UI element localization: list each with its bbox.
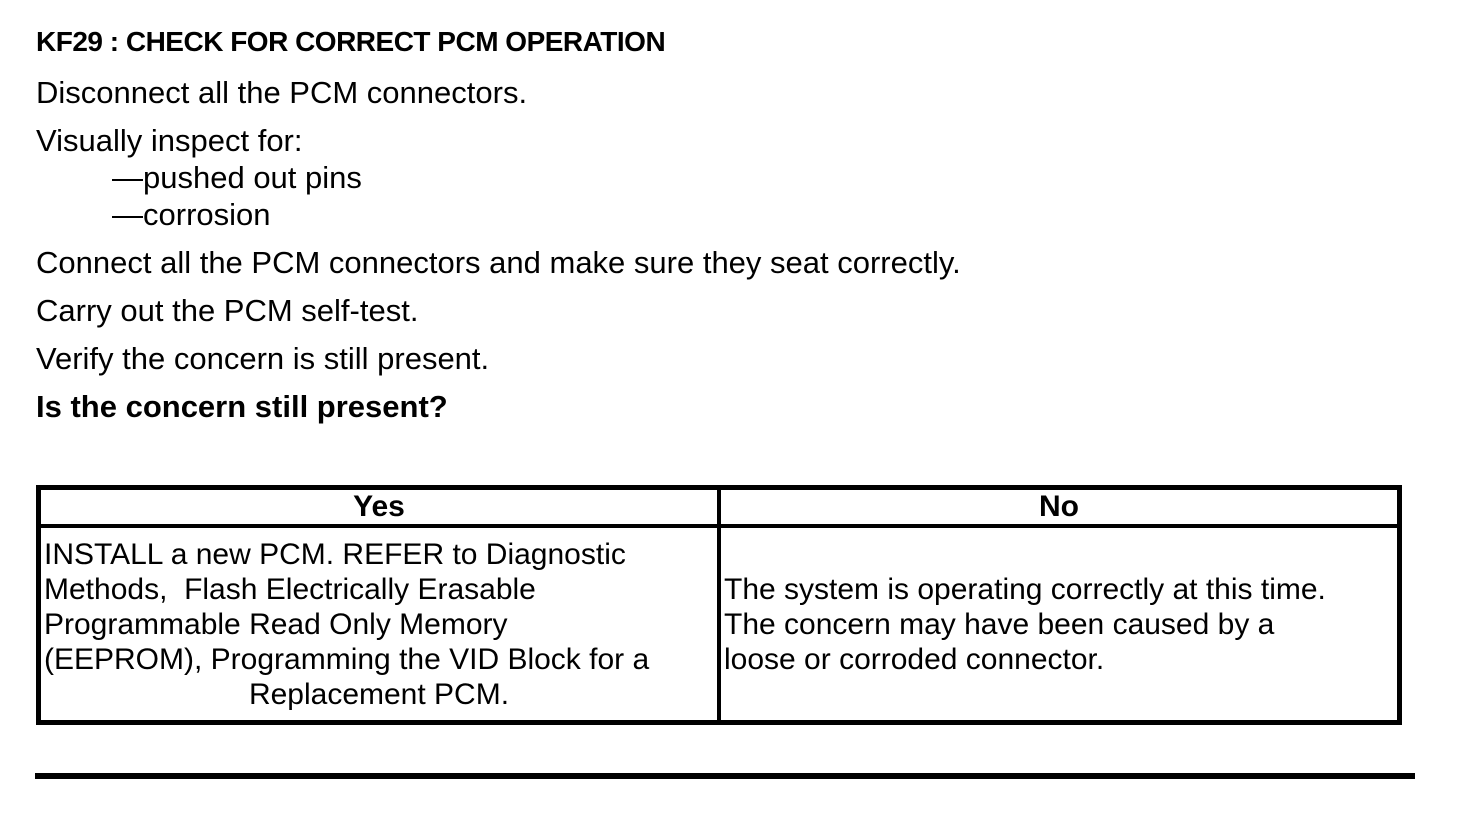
decision-table-body-row: INSTALL a new PCM. REFER to Diagnostic M…	[36, 524, 1402, 725]
procedure-step-selftest: Carry out the PCM self-test.	[36, 293, 419, 328]
cell-text-line: Methods, Flash Electrically Erasable	[44, 572, 536, 606]
cell-text-line: Replacement PCM.	[248, 677, 510, 711]
procedure-title: KF29 : CHECK FOR CORRECT PCM OPERATION	[36, 26, 666, 57]
decision-table: Yes No INSTALL a new PCM. REFER to Diagn…	[36, 485, 1402, 725]
cell-text-line: The concern may have been caused by a	[724, 607, 1275, 641]
cell-text-line: The system is operating correctly at thi…	[724, 572, 1326, 606]
section-divider	[35, 773, 1415, 779]
inspection-list-item-pins: —pushed out pins	[112, 160, 362, 195]
cell-text-line: loose or corroded connector.	[724, 642, 1105, 676]
cell-text-line: (EEPROM), Programming the VID Block for …	[44, 642, 650, 676]
decision-question: Is the concern still present?	[36, 389, 448, 424]
cell-text-line: INSTALL a new PCM. REFER to Diagnostic	[44, 537, 626, 571]
procedure-step-disconnect: Disconnect all the PCM connectors.	[36, 75, 528, 110]
inspection-list-item-corrosion: —corrosion	[112, 197, 271, 232]
yes-action-cell: INSTALL a new PCM. REFER to Diagnostic M…	[36, 524, 721, 725]
no-action-cell: The system is operating correctly at thi…	[717, 524, 1402, 725]
no-column-header: No	[717, 485, 1402, 528]
procedure-step-inspect: Visually inspect for:	[36, 123, 303, 158]
procedure-step-connect: Connect all the PCM connectors and make …	[36, 245, 961, 280]
decision-table-header-row: Yes No	[36, 485, 1402, 528]
procedure-step-verify: Verify the concern is still present.	[36, 341, 490, 376]
yes-column-header: Yes	[36, 485, 721, 528]
cell-text-line: Programmable Read Only Memory	[44, 607, 508, 641]
